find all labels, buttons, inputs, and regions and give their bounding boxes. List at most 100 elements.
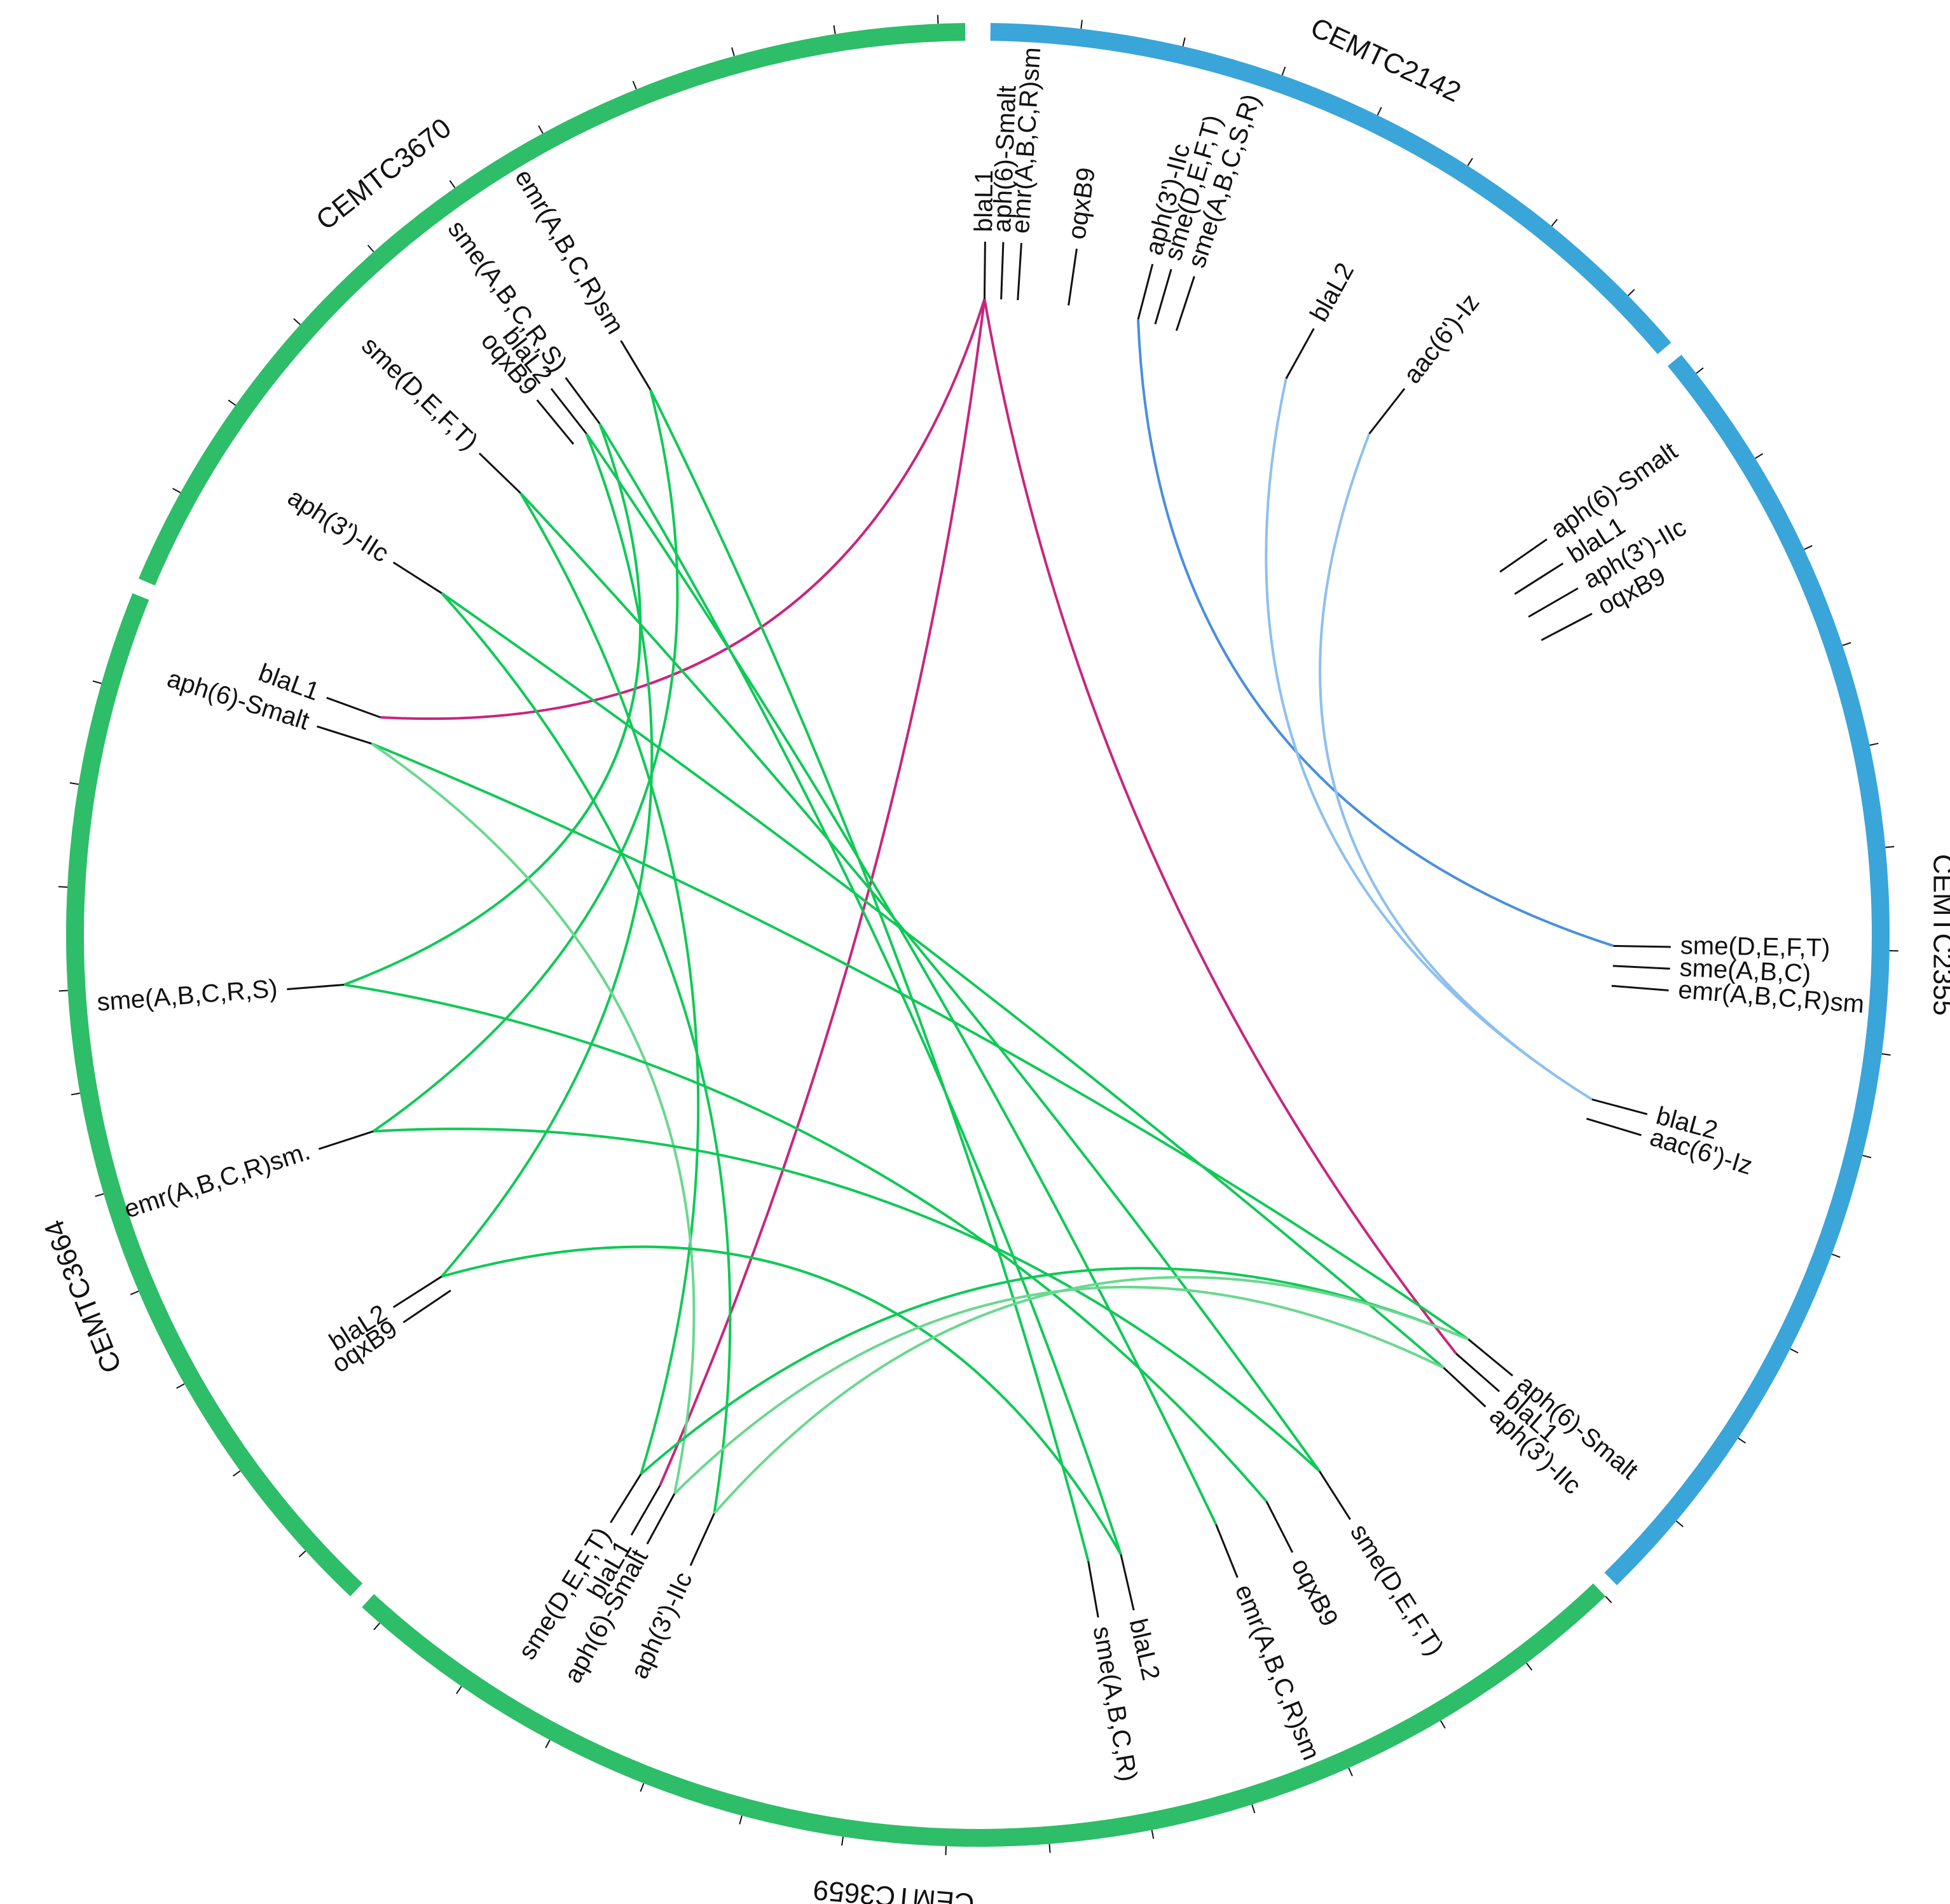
link-g3670-aph6-to-g3659-aph6 (371, 742, 1469, 1341)
gene-label-g2142-oqxb9: oqxB9 (1062, 166, 1101, 242)
gene-marker-g2355-oqxb9 (1541, 612, 1593, 642)
link-g3670-smed-to-g3659-smed (519, 492, 1321, 1472)
ring-tick (545, 1739, 551, 1748)
gene-label-g2355-smed: sme(D,E,F,T) (1680, 932, 1830, 962)
ring-tick (1755, 453, 1764, 459)
gene-marker-g2142-emr (1017, 243, 1022, 301)
ring-tick (1881, 1053, 1891, 1056)
gene-marker-g2355-blal2 (1591, 1098, 1648, 1115)
link-g3670-smed-to-g3664-smed (519, 492, 700, 1475)
gene-marker-g3659-blal1 (1455, 1353, 1500, 1393)
ring-tick (228, 399, 237, 406)
gene-marker-g3664-blal2 (392, 1276, 443, 1308)
link-g3664-smed-to-g3659-aph6 (640, 1267, 1469, 1475)
segment-arc-cemtc2142 (990, 23, 1672, 354)
ring-tick (176, 1383, 185, 1389)
ring-tick (538, 125, 544, 134)
segment-arc-cemtc3664 (66, 593, 363, 1597)
gene-label-g3659-oqxb9: oqxB9 (1286, 1554, 1343, 1631)
link-g2142-blal1-to-g3659-blal1 (983, 298, 1457, 1355)
gene-marker-g2355-emr (1611, 984, 1669, 991)
ring-tick (298, 1550, 306, 1557)
ring-tick (1738, 1437, 1747, 1444)
ring-tick (58, 886, 68, 888)
gene-marker-g2355-aph3 (1528, 587, 1579, 618)
gene-marker-g2355-aph6 (1499, 538, 1548, 573)
gene-marker-g3670-smed (478, 452, 521, 494)
gene-label-g2142-blal1: blaL1 (970, 170, 998, 232)
ring-tick (95, 1193, 104, 1197)
gene-marker-g3659-blal2 (1120, 1554, 1135, 1611)
gene-marker-g2355-aac6 (1586, 1117, 1642, 1136)
link-g2142-blal2-to-g2355-blal2 (1265, 378, 1593, 1101)
ring-tick (640, 1783, 645, 1792)
gene-marker-g2142-smed (1154, 268, 1172, 325)
gene-marker-g3670-emr (620, 340, 652, 390)
gene-marker-g3670-oqxb9 (536, 399, 575, 445)
gene-marker-g2142-oqxb9 (1068, 248, 1078, 306)
segment-arc-cemtc3659 (362, 1583, 1606, 1847)
ring-tick (1151, 1830, 1155, 1839)
gene-label-g2142-aph6: aph(6)-Smalt (988, 85, 1021, 233)
link-g3670-blal2-to-g3659-emr (585, 432, 1218, 1526)
ring-tick (172, 488, 181, 493)
ring-tick (1467, 158, 1473, 167)
gene-marker-g2355-blal1 (1514, 562, 1564, 595)
ring-tick (841, 1837, 844, 1846)
gene-marker-g3659-oqxb9 (1265, 1501, 1294, 1553)
segment-label-cemtc2355: CEMTC2355 (1927, 854, 1950, 1016)
gene-markers-layer (287, 242, 1671, 1618)
ring-tick (1628, 289, 1635, 296)
segment-label-cemtc3659: CEMTC3659 (812, 1874, 976, 1904)
link-g3664-emr-to-g3659-smed (373, 1128, 1321, 1472)
ring-tick (1862, 1154, 1872, 1159)
ring-tick (1605, 1596, 1612, 1604)
ring-tick (1182, 37, 1186, 46)
ring-tick (456, 1686, 462, 1694)
gene-marker-g3664-oqxb9 (402, 1289, 451, 1323)
gene-marker-g3659-aph3 (1443, 1367, 1487, 1408)
ring-tick (739, 1815, 743, 1825)
gene-marker-g3664-emr (318, 1130, 374, 1150)
gene-label-g3664-smea: sme(A,B,C,R,S) (96, 974, 278, 1016)
links-layer (343, 298, 1614, 1562)
gene-marker-g3670-blal2 (550, 388, 587, 434)
link-g3670-emr-to-g3664-emr (372, 389, 679, 1133)
link-g2142-aph3-to-g2355-smed (1137, 319, 1614, 948)
gene-marker-g3670-aph3 (392, 562, 443, 594)
ring-tick (373, 1622, 380, 1631)
ring-tick (1439, 1720, 1446, 1729)
link-g3664-aph3-to-g3659-aph6 (713, 1276, 1469, 1515)
gene-label-g2142-blal2: blaL2 (1305, 258, 1359, 326)
gene-label-g3659-smed: sme(D,E,F,T) (1345, 1519, 1449, 1660)
link-g3664-smea-to-g3659-oqxb9 (343, 983, 1268, 1503)
ring-tick (833, 25, 836, 34)
link-g2142-blal1-to-g3670-blal1 (380, 298, 986, 721)
gene-marker-g2142-smea (1175, 276, 1195, 331)
gene-label-g2355-smea: sme(A,B,C) (1679, 954, 1812, 988)
gene-marker-g3664-blal1 (630, 1485, 661, 1536)
ring-tick (1885, 846, 1895, 848)
ring-tick (1348, 1767, 1353, 1777)
gene-marker-g3659-smed (1319, 1470, 1351, 1521)
ring-tick (293, 318, 301, 326)
segment-arc-cemtc2355 (1604, 354, 1890, 1585)
gene-label-g2142-emr: emr(A,B,C,R)sm (1006, 46, 1046, 235)
gene-marker-g3670-smea (565, 376, 601, 425)
gene-marker-g3659-aph6 (1467, 1338, 1514, 1377)
ring-tick (130, 1290, 139, 1295)
link-g3670-aph6-to-g3664-aph6 (371, 742, 696, 1494)
ring-tick (92, 680, 102, 684)
link-g2142-blal1-to-g3664-blal1 (659, 298, 986, 1486)
ring-tick (69, 782, 79, 785)
link-g3670-smea-to-g3664-smea (343, 423, 642, 986)
ring-tick (1281, 66, 1286, 76)
ring-tick (1842, 642, 1851, 646)
gene-marker-g3670-blal1 (326, 696, 381, 719)
gene-marker-g2142-aac6 (1368, 388, 1406, 434)
gene-marker-g2142-blal2 (1285, 328, 1315, 380)
gene-label-g3664-emr: emr(A,B,C,R)sm. (121, 1137, 313, 1224)
gene-marker-g2355-smea (1612, 965, 1670, 970)
ring-tick (1551, 219, 1558, 227)
